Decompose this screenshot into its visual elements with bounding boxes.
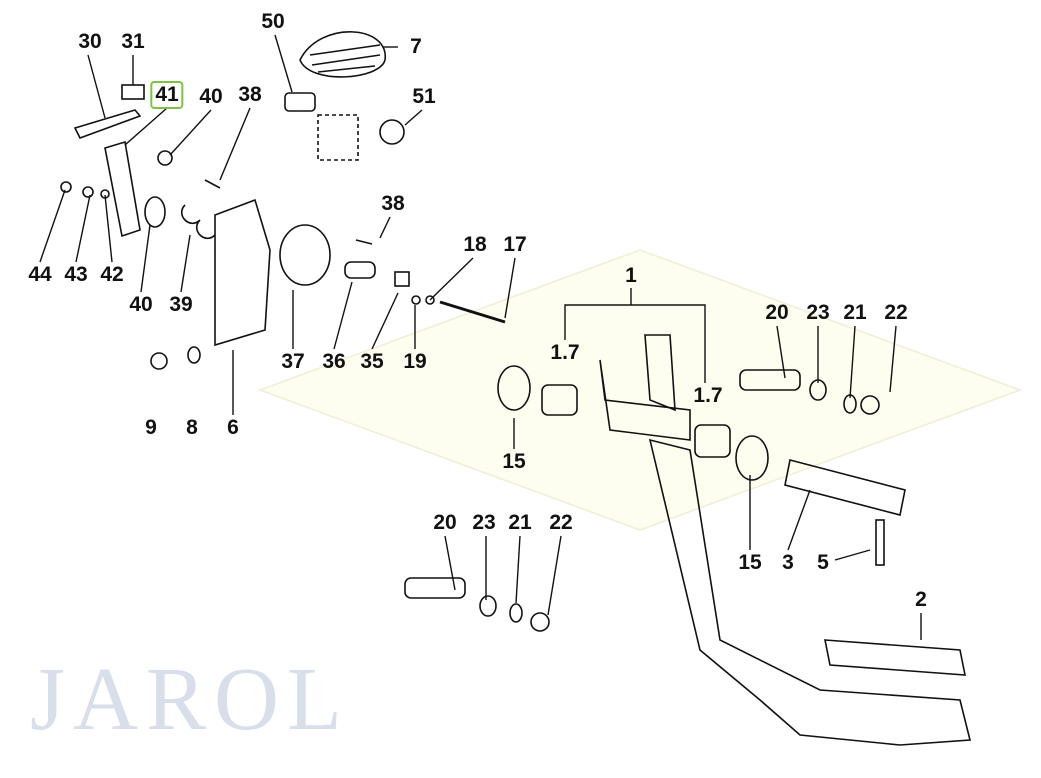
bushing-1.7	[541, 384, 578, 416]
part-label-8[interactable]: 8	[186, 416, 198, 439]
washer-15b	[735, 435, 769, 481]
part-label-7[interactable]: 7	[410, 35, 422, 58]
pin-38	[204, 179, 221, 189]
shaft-3	[784, 459, 906, 516]
part-label-15[interactable]: 15	[502, 450, 526, 473]
pin-38b	[355, 239, 373, 245]
part-label-21[interactable]: 21	[843, 301, 867, 324]
clip-31	[121, 84, 145, 100]
spring-7	[299, 31, 386, 78]
part-label-30[interactable]: 30	[78, 30, 102, 53]
part-label-31[interactable]: 31	[121, 30, 145, 53]
part-label-41[interactable]: 41	[150, 81, 184, 109]
pedal-lever	[648, 438, 972, 746]
nut-51	[379, 119, 405, 145]
plate-6	[214, 198, 271, 347]
pedal-arm	[644, 334, 676, 412]
pedal-pad-2	[824, 639, 966, 676]
nut-40	[157, 150, 173, 166]
part-label-1-7[interactable]: 1.7	[550, 341, 580, 364]
block-35	[394, 271, 410, 287]
part-label-22[interactable]: 22	[549, 511, 573, 534]
part-label-20[interactable]: 20	[765, 301, 789, 324]
part-label-39[interactable]: 39	[169, 293, 193, 316]
part-label-38[interactable]: 38	[381, 192, 405, 215]
stud-20	[739, 369, 801, 391]
bushing-1.7b	[694, 424, 731, 458]
part-label-5[interactable]: 5	[817, 551, 829, 574]
watermark: JAROL	[30, 650, 351, 749]
pedal-hub	[599, 359, 691, 441]
fitting-50	[284, 92, 316, 112]
part-label-36[interactable]: 36	[322, 350, 346, 373]
part-label-37[interactable]: 37	[281, 350, 305, 373]
part-label-43[interactable]: 43	[64, 263, 88, 286]
part-label-3[interactable]: 3	[782, 551, 794, 574]
part-label-9[interactable]: 9	[145, 416, 157, 439]
part-label-38[interactable]: 38	[238, 83, 262, 106]
part-label-44[interactable]: 44	[28, 263, 52, 286]
part-label-51[interactable]: 51	[412, 85, 436, 108]
washer-15	[497, 365, 531, 411]
spring-39	[180, 204, 216, 240]
part-label-21[interactable]: 21	[508, 511, 532, 534]
pin-5	[875, 519, 885, 566]
rod-30	[73, 109, 142, 139]
part-label-23[interactable]: 23	[806, 301, 830, 324]
stud-20b	[404, 577, 466, 599]
parts	[60, 31, 972, 746]
bolt-17	[439, 300, 506, 324]
washer-40	[144, 196, 166, 228]
dashed-block	[317, 114, 359, 161]
part-label-42[interactable]: 42	[100, 263, 124, 286]
part-label-15[interactable]: 15	[738, 551, 762, 574]
part-label-20[interactable]: 20	[433, 511, 457, 534]
part-label-50[interactable]: 50	[261, 10, 285, 33]
washer-8	[187, 346, 201, 364]
leader-lines	[39, 34, 922, 640]
watermark-diamond	[257, 249, 1023, 531]
bushing-36	[344, 261, 376, 279]
part-label-23[interactable]: 23	[472, 511, 496, 534]
part-label-6[interactable]: 6	[227, 416, 239, 439]
part-label-40[interactable]: 40	[129, 293, 153, 316]
part-label-2[interactable]: 2	[915, 588, 927, 611]
hub-37	[279, 224, 331, 286]
part-label-1[interactable]: 1	[625, 264, 637, 287]
part-label-18[interactable]: 18	[463, 233, 487, 256]
part-label-1-7[interactable]: 1.7	[693, 384, 723, 407]
part-label-17[interactable]: 17	[503, 233, 527, 256]
part-label-19[interactable]: 19	[403, 350, 427, 373]
part-label-40[interactable]: 40	[199, 85, 223, 108]
nut-9	[150, 352, 168, 370]
part-label-22[interactable]: 22	[884, 301, 908, 324]
part-label-35[interactable]: 35	[360, 350, 384, 373]
lever-41	[104, 140, 141, 238]
